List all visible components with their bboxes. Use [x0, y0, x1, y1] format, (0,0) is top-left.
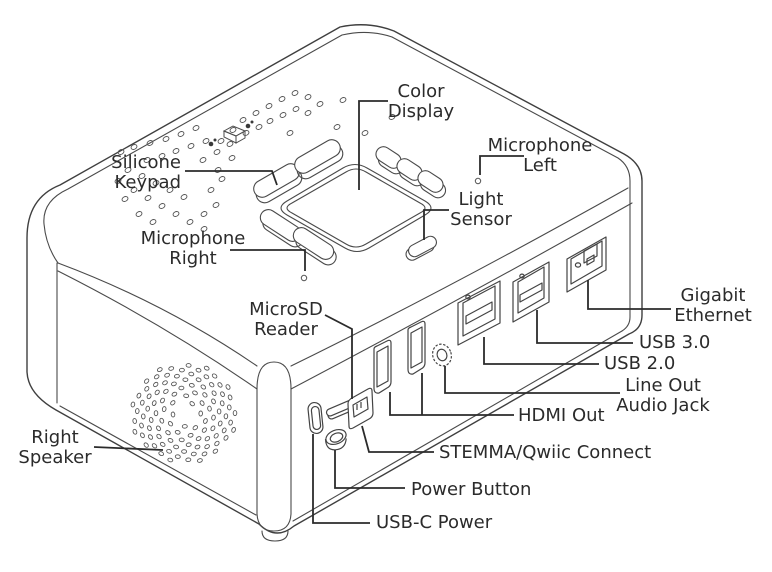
leader-line-out [444, 366, 620, 394]
leader-microphone-left [479, 155, 524, 175]
leader-usb3 [536, 310, 633, 344]
silicone-keypad-part [253, 139, 447, 266]
leader-light-sensor [423, 209, 449, 240]
usbc-port [307, 401, 324, 435]
audio-jack-port [432, 343, 452, 367]
enclosure-bevel-lines [43, 31, 633, 542]
microphone-right-hole [300, 274, 308, 282]
leader-usb2 [483, 337, 599, 365]
label-usbc-power: USB-C Power [376, 512, 493, 533]
leader-microphone-right [230, 249, 306, 271]
leader-color-display [358, 100, 388, 190]
power-button-part [324, 428, 347, 451]
label-hdmi-out: HDMI Out [518, 405, 605, 426]
label-silicone-keypad: Silicone Keypad [111, 152, 181, 193]
right-speaker-grille [130, 363, 238, 463]
hdmi-ports [373, 320, 426, 394]
label-usb-20: USB 2.0 [604, 353, 676, 374]
label-stemma-qwiic: STEMMA/Qwiic Connect [439, 442, 652, 463]
leader-stemma [361, 425, 434, 453]
label-color-display: Color Display [387, 81, 455, 122]
label-line-out-audio-jack: Line Out Audio Jack [616, 375, 710, 416]
label-microphone-right: Microphone Right [140, 228, 246, 269]
gigabit-ethernet-port [566, 236, 607, 293]
leader-power-button [334, 450, 405, 489]
stemma-qwiic-connector [347, 387, 374, 430]
leader-right-speaker [93, 446, 164, 451]
label-microsd-reader: MicroSD Reader [249, 299, 323, 340]
light-sensor-part [405, 235, 437, 261]
usb3-port [512, 261, 550, 323]
enclosure-outline [26, 24, 643, 534]
microphone-holes [300, 177, 482, 282]
ports [307, 236, 607, 451]
leader-gigabit-ethernet [587, 280, 671, 310]
label-right-speaker: Right Speaker [18, 427, 92, 468]
leader-microsd-reader [324, 314, 353, 399]
top-face-perforations [114, 90, 396, 232]
label-usb-30: USB 3.0 [639, 332, 711, 353]
label-power-button: Power Button [411, 479, 532, 500]
leader-lines [93, 100, 671, 524]
usb2-port [457, 280, 501, 346]
leader-silicone-keypad [185, 170, 278, 186]
power-switch-component [208, 120, 254, 147]
leader-usbc-power [312, 434, 370, 524]
label-gigabit-ethernet: Gigabit Ethernet [674, 285, 752, 326]
label-microphone-left: Microphone Left [487, 135, 593, 176]
microphone-left-hole [474, 177, 482, 185]
leader-hdmi [389, 373, 514, 416]
label-light-sensor: Light Sensor [450, 189, 512, 230]
